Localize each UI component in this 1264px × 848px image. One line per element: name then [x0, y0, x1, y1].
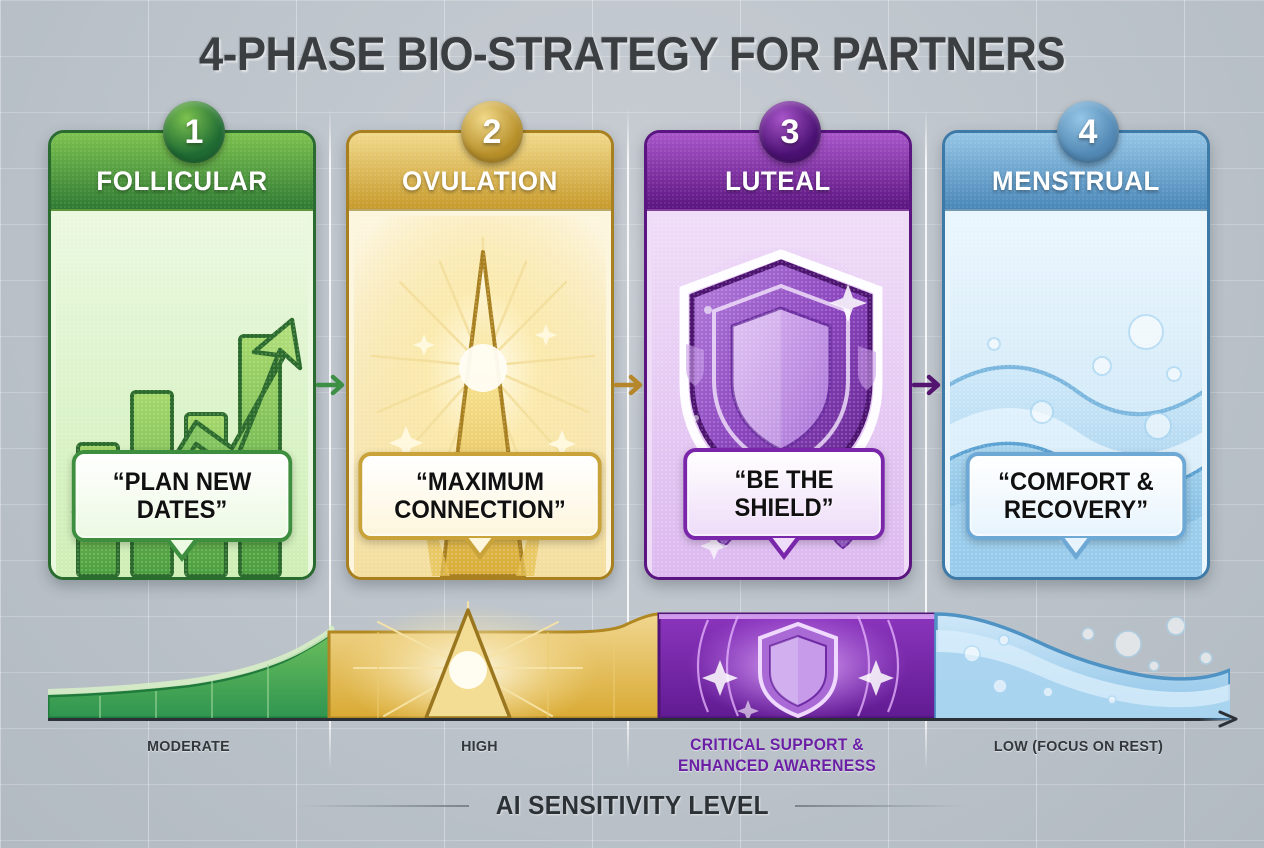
page-title: 4-PHASE BIO-STRATEGY FOR PARTNERS: [198, 27, 1066, 80]
bubble-tail-inner: [170, 540, 194, 555]
glowing-shield-icon: [663, 248, 899, 560]
sensitivity-chart: [46, 596, 1232, 734]
phase-quote-bubble: “COMFORT & RECOVERY”: [965, 452, 1187, 560]
phase-title: LUTEAL: [725, 166, 831, 196]
phase-card-follicular[interactable]: FOLLICULAR: [48, 130, 316, 580]
phase-quote-bubble: “BE THE SHIELD”: [683, 448, 885, 560]
zone-label-high: HIGH: [461, 738, 498, 755]
column-separator-2: [627, 108, 629, 770]
phase-number-badge: 3: [759, 101, 821, 163]
phase-quote-bubble: “MAXIMUM CONNECTION”: [358, 452, 602, 560]
phase-connector-arrow-3: [912, 374, 941, 396]
phase-title: OVULATION: [402, 166, 558, 196]
phase-quote-bubble: “PLAN NEW DATES”: [71, 450, 293, 562]
phase-number-badge: 2: [461, 101, 523, 163]
column-separator-3: [925, 108, 927, 770]
caption-rule-right: [795, 804, 966, 807]
chart-baseline-axis: [48, 718, 1234, 721]
bubble-tail-inner: [1064, 538, 1088, 553]
zone-label-moderate: MODERATE: [147, 738, 230, 755]
zone-label-critical-line2: ENHANCED AWARENESS: [678, 756, 876, 775]
phase-quote-text: “BE THE SHIELD”: [734, 465, 834, 523]
bubble-tail-inner: [772, 538, 796, 553]
phase-quote-text: “MAXIMUM CONNECTION”: [394, 467, 566, 525]
column-separator-1: [329, 108, 331, 770]
axis-arrow-icon: [1218, 710, 1238, 728]
zone-label-low: LOW (FOCUS ON REST): [993, 738, 1164, 755]
phase-title: FOLLICULAR: [96, 166, 268, 196]
phase-quote-text: “PLAN NEW DATES”: [112, 467, 252, 525]
phase-connector-arrow-2: [614, 374, 643, 396]
axis-caption-text: AI SENSITIVITY LEVEL: [495, 790, 769, 820]
zone-label-critical-line1: CRITICAL SUPPORT &: [690, 736, 864, 754]
caption-rule-left: [298, 804, 469, 807]
axis-caption: AI SENSITIVITY LEVEL: [0, 790, 1264, 821]
phase-title: MENSTRUAL: [992, 166, 1160, 196]
sensitivity-curve: [46, 601, 1232, 734]
zone-label-critical: CRITICAL SUPPORT & ENHANCED AWARENESS: [636, 735, 917, 776]
bubble-tail-inner: [468, 538, 492, 553]
phase-number-badge: 1: [163, 101, 225, 163]
phase-number-badge: 4: [1057, 101, 1119, 163]
phase-connector-arrow-1: [316, 374, 345, 396]
phase-quote-text: “COMFORT & RECOVERY”: [998, 467, 1154, 525]
